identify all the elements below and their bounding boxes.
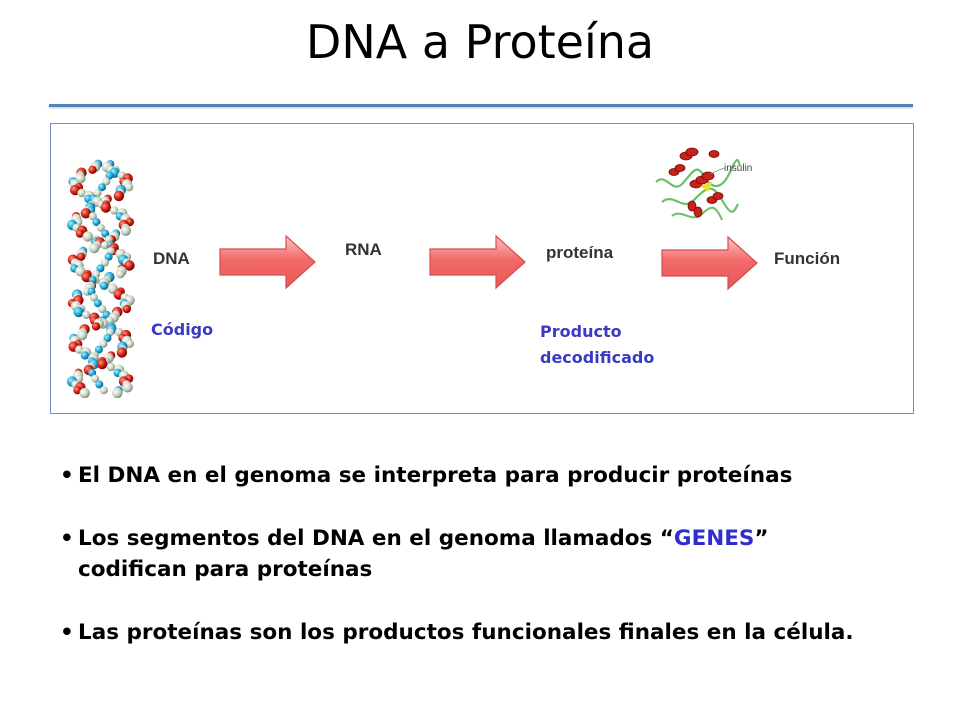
bullet-dna-interpreted: El DNA en el genoma se interpreta para p… bbox=[60, 460, 940, 491]
protein-label: proteína bbox=[546, 243, 614, 262]
bullet-genes: Los segmentos del DNA en el genoma llama… bbox=[60, 523, 940, 585]
code-label: Código bbox=[151, 320, 214, 339]
arrow-protein-to-function bbox=[661, 235, 758, 291]
dna-helix-image bbox=[66, 159, 135, 398]
decoded-product-line1: Producto bbox=[540, 322, 622, 341]
arrow-dna-to-rna bbox=[219, 234, 316, 290]
insulin-label: insulin bbox=[724, 163, 753, 174]
rna-label: RNA bbox=[345, 240, 382, 259]
decoded-product-line2: decodificado bbox=[540, 348, 655, 367]
bullet-list: El DNA en el genoma se interpreta para p… bbox=[60, 460, 940, 648]
bullet-genes-line2: codifican para proteínas bbox=[78, 557, 373, 582]
slide-title: DNA a Proteína bbox=[305, 15, 655, 69]
bullet-genes-text-end: ” bbox=[754, 526, 769, 551]
arrow-rna-to-protein bbox=[429, 234, 526, 290]
function-label: Función bbox=[774, 249, 841, 268]
genes-highlight: GENES bbox=[673, 526, 755, 551]
title-underline bbox=[49, 104, 913, 107]
dna-label: DNA bbox=[153, 249, 190, 268]
bullet-functional-products: Las proteínas son los productos funciona… bbox=[60, 617, 940, 648]
bullet-genes-text-start: Los segmentos del DNA en el genoma llama… bbox=[78, 526, 674, 551]
insulin-protein-image bbox=[655, 147, 742, 221]
